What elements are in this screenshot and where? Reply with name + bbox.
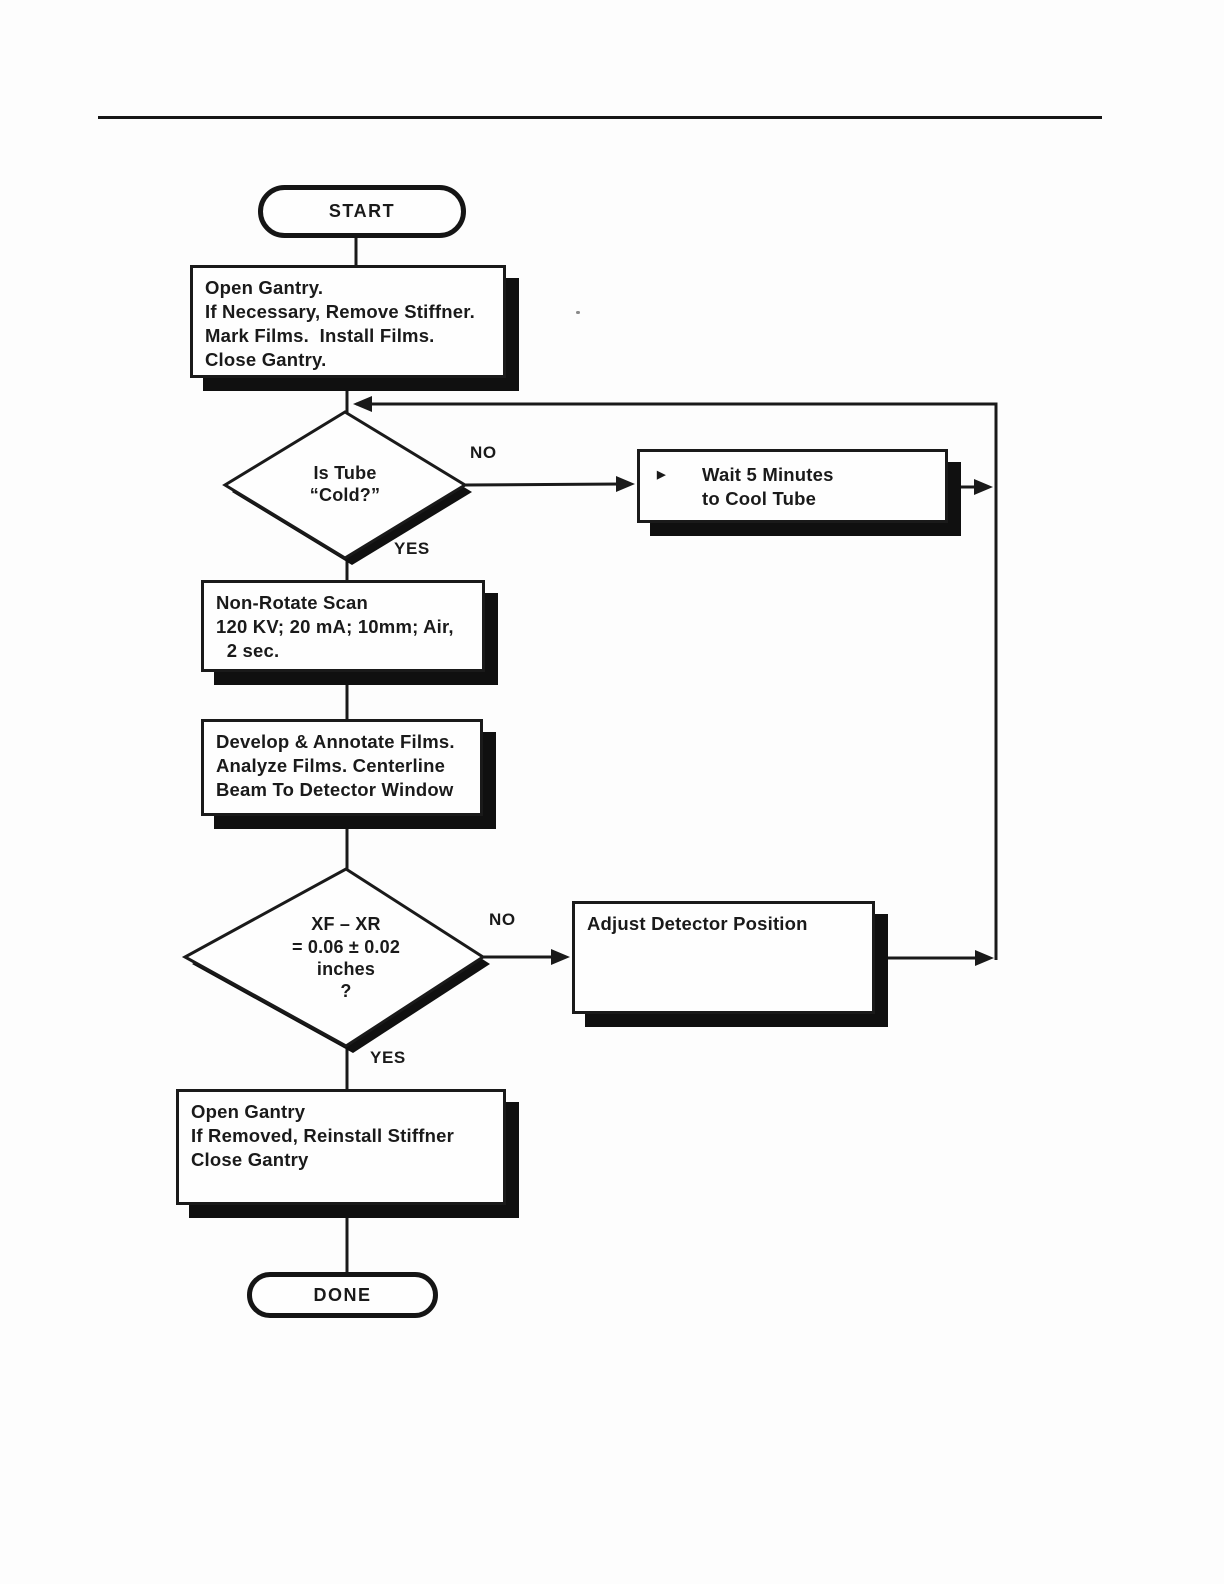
decision-tube-cold-shape (222, 410, 472, 565)
arrowhead-wait-riser (974, 479, 993, 495)
wait-line: Wait 5 Minutes (702, 464, 834, 485)
reinstall-line: Close Gantry (191, 1149, 309, 1171)
prep-line: Mark Films. Install Films. (205, 325, 435, 347)
arrowhead-into-wait (616, 476, 635, 492)
xf-xr-line: XF – XR (311, 914, 381, 935)
xf-xr-line: = 0.06 ± 0.02 (291, 936, 401, 957)
play-bullet-icon: ▶ (657, 469, 666, 481)
process-reinstall-box: Open Gantry If Removed, Reinstall Stiffn… (176, 1089, 506, 1205)
wait-line: to Cool Tube (702, 488, 817, 510)
scan-line: 2 sec. (216, 640, 280, 662)
edge-label-tube-no: NO (470, 443, 497, 462)
arrowhead-into-adjust (551, 949, 570, 965)
develop-line: Analyze Films. Centerline (216, 755, 446, 777)
edge-label-xf-no: NO (489, 910, 516, 929)
edge-label-tube-yes: YES (394, 539, 430, 558)
xf-xr-line: ? (340, 981, 352, 1002)
decision-tube-cold-text: Is Tube “Cold?” (247, 432, 443, 536)
decision-xf-xr-text: XF – XR = 0.06 ± 0.02 inches ? (230, 888, 462, 1028)
prep-line: If Necessary, Remove Stiffner. (205, 301, 475, 323)
xf-xr-line: inches (316, 959, 376, 979)
process-prep-box: Open Gantry. If Necessary, Remove Stiffn… (190, 265, 506, 378)
prep-line: Open Gantry. (205, 277, 324, 298)
tube-cold-line: Is Tube (313, 462, 377, 483)
page-top-rule (98, 116, 1102, 119)
decision-xf-xr-shape (181, 867, 490, 1053)
process-scan-box: Non-Rotate Scan 120 KV; 20 mA; 10mm; Air… (201, 580, 485, 672)
edge-tubecold-no (464, 482, 623, 487)
edge-label-xf-yes: YES (370, 1048, 406, 1067)
edge-return-riser (356, 402, 998, 960)
start-terminal: START (258, 185, 466, 238)
process-adjust-box: Adjust Detector Position (572, 901, 875, 1014)
develop-line: Develop & Annotate Films. (216, 731, 455, 752)
prep-line: Close Gantry. (205, 349, 327, 371)
reinstall-line: If Removed, Reinstall Stiffner (191, 1125, 454, 1147)
process-wait-box: ▶ Wait 5 Minutes to Cool Tube (637, 449, 948, 523)
scan-speck (576, 311, 580, 314)
process-develop-box: Develop & Annotate Films. Analyze Films.… (201, 719, 483, 816)
reinstall-line: Open Gantry (191, 1101, 306, 1122)
done-label: DONE (313, 1284, 372, 1305)
scan-line: 120 KV; 20 mA; 10mm; Air, (216, 616, 454, 638)
develop-line: Beam To Detector Window (216, 779, 454, 801)
done-terminal: DONE (247, 1272, 438, 1318)
start-label: START (328, 201, 396, 221)
arrowhead-adjust-riser (975, 950, 994, 966)
scan-line: Non-Rotate Scan (216, 592, 369, 613)
adjust-line: Adjust Detector Position (587, 913, 808, 934)
arrowhead-return (353, 396, 372, 412)
tube-cold-line: “Cold?” (309, 485, 381, 505)
